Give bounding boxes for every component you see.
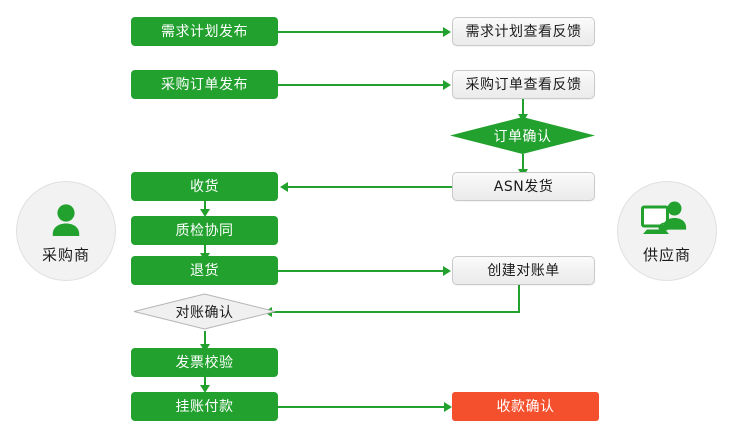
node-purchase-order-publish[interactable]: 采购订单发布 bbox=[131, 70, 278, 99]
diamond-green-shape bbox=[450, 117, 595, 154]
diamond-gray-shape bbox=[133, 293, 276, 330]
node-reconciliation-confirm-decision[interactable]: 对账确认 bbox=[133, 293, 276, 330]
node-label: 采购订单查看反馈 bbox=[465, 76, 582, 93]
edge-n4-n5-line bbox=[522, 99, 524, 117]
edge-n3-n4-line bbox=[278, 84, 444, 86]
edge-n13-n14-line bbox=[278, 406, 446, 408]
node-label: 采购订单发布 bbox=[161, 76, 248, 93]
node-demand-plan-publish[interactable]: 需求计划发布 bbox=[131, 17, 278, 46]
node-label: ASN发货 bbox=[493, 178, 554, 195]
edge-n6-n7-arrowhead bbox=[280, 182, 288, 192]
edge-n7-n8-arrowhead bbox=[200, 209, 210, 217]
node-label: 收货 bbox=[190, 178, 219, 195]
edge-n10-n11-line-horizontal bbox=[272, 311, 520, 313]
node-label: 对账确认 bbox=[175, 304, 234, 321]
person-icon bbox=[40, 198, 92, 242]
edge-n13-n14-arrowhead bbox=[444, 402, 452, 412]
actor-supplier[interactable]: 供应商 bbox=[617, 181, 717, 281]
edge-n1-n2-line bbox=[278, 31, 444, 33]
node-label: 需求计划查看反馈 bbox=[465, 23, 582, 40]
edge-n12-n13-arrowhead bbox=[200, 385, 210, 393]
node-return-goods[interactable]: 退货 bbox=[131, 256, 278, 285]
edge-n3-n4-arrowhead bbox=[443, 80, 451, 90]
node-quality-inspection-collaboration[interactable]: 质检协同 bbox=[131, 216, 278, 245]
edge-n6-n7-line bbox=[288, 186, 452, 188]
edge-n7-n8-line bbox=[204, 201, 206, 212]
node-order-confirm-decision[interactable]: 订单确认 bbox=[450, 117, 595, 154]
edge-n12-n13-line bbox=[204, 377, 206, 388]
node-demand-plan-view-feedback[interactable]: 需求计划查看反馈 bbox=[452, 17, 595, 46]
person-with-monitor-icon bbox=[641, 198, 693, 242]
node-asn-shipment[interactable]: ASN发货 bbox=[452, 172, 595, 201]
edge-n11-n12-line bbox=[204, 331, 206, 347]
actor-label: 采购商 bbox=[41, 245, 90, 264]
node-create-reconciliation-statement[interactable]: 创建对账单 bbox=[452, 256, 595, 285]
edge-n5-n6-line bbox=[522, 154, 524, 172]
node-label: 发票校验 bbox=[175, 354, 234, 371]
node-label: 需求计划发布 bbox=[161, 23, 248, 40]
node-purchase-order-view-feedback[interactable]: 采购订单查看反馈 bbox=[452, 70, 595, 99]
node-label: 退货 bbox=[190, 262, 219, 279]
edge-n8-n9-line bbox=[204, 245, 206, 256]
node-label: 挂账付款 bbox=[175, 398, 234, 415]
node-label: 创建对账单 bbox=[487, 262, 560, 279]
node-label: 收款确认 bbox=[496, 398, 555, 415]
edge-n10-n11-line-vertical bbox=[518, 285, 520, 313]
node-invoice-verification[interactable]: 发票校验 bbox=[131, 348, 278, 377]
node-label: 订单确认 bbox=[493, 128, 552, 145]
node-receive-goods[interactable]: 收货 bbox=[131, 172, 278, 201]
edge-n1-n2-arrowhead bbox=[443, 27, 451, 37]
node-account-payable-payment[interactable]: 挂账付款 bbox=[131, 392, 278, 421]
edge-n9-n10-arrowhead bbox=[443, 266, 451, 276]
node-label: 质检协同 bbox=[175, 222, 234, 239]
node-payment-receipt-confirm[interactable]: 收款确认 bbox=[452, 392, 599, 421]
actor-label: 供应商 bbox=[642, 245, 691, 264]
edge-n9-n10-line bbox=[278, 270, 444, 272]
actor-buyer[interactable]: 采购商 bbox=[16, 181, 116, 281]
